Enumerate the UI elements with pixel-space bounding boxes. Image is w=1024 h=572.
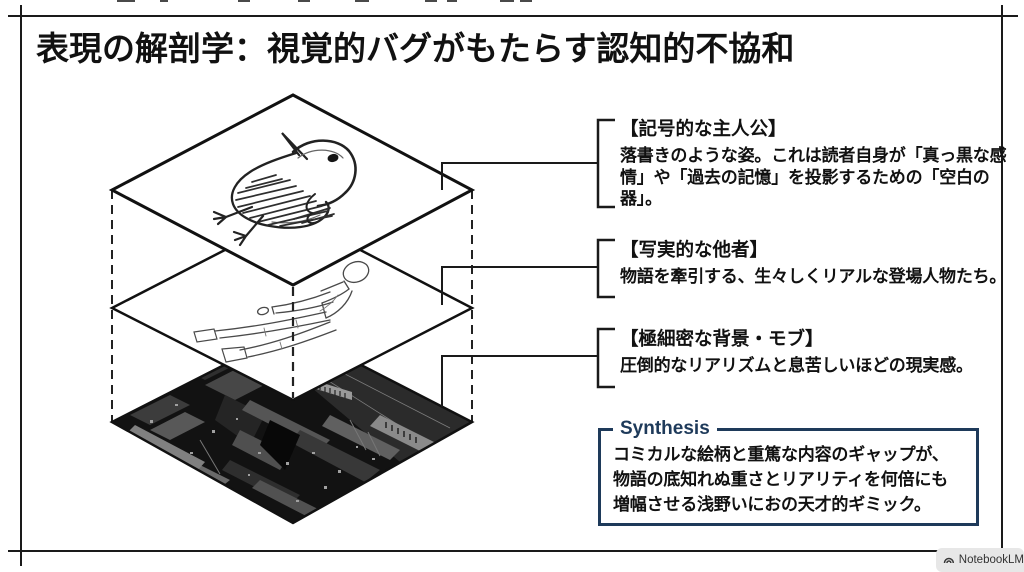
callout-bracket-1 xyxy=(596,118,615,209)
crop-mark xyxy=(520,0,532,2)
callout-detailed-background: 【極細密な背景・モブ】 圧倒的なリアリズムと息苦しいほどの現実感。 xyxy=(620,326,1022,377)
doodle-bird-layer xyxy=(108,93,476,287)
connector-line-1 xyxy=(441,162,597,190)
crop-mark xyxy=(425,0,437,2)
callout-connector-lines xyxy=(441,162,597,407)
notebooklm-watermark: NotebookLM xyxy=(936,548,1024,572)
panel-frame-right xyxy=(1001,5,1003,566)
page-title: 表現の解剖学：視覚的バグがもたらす認知的不協和 xyxy=(36,32,795,68)
doodle-bird-sketch xyxy=(212,132,357,247)
crop-mark xyxy=(298,0,310,2)
crop-mark xyxy=(500,0,514,2)
callout-body: 落書きのような姿。これは読者自身が「真っ黒な感 情」や「過去の記憶」を投影するた… xyxy=(620,146,1007,208)
callout-heading: 【記号的な主人公】 xyxy=(620,118,787,139)
crop-mark xyxy=(238,0,250,2)
crop-mark xyxy=(160,0,168,2)
panel-frame-left xyxy=(20,5,22,566)
notebooklm-logo-icon xyxy=(943,557,955,563)
panel-frame-bottom xyxy=(8,550,1018,552)
realistic-figure-sketch xyxy=(193,260,370,363)
callout-heading: 【写実的な他者】 xyxy=(620,239,769,260)
callout-body: 圧倒的なリアリズムと息苦しいほどの現実感。 xyxy=(620,356,973,375)
crop-mark xyxy=(117,0,135,2)
callout-bracket-2 xyxy=(596,238,615,299)
crop-mark xyxy=(447,0,457,2)
connector-line-3 xyxy=(441,355,597,407)
callout-brackets xyxy=(596,118,615,389)
watermark-label: NotebookLM xyxy=(958,554,1024,566)
callout-heading: 【極細密な背景・モブ】 xyxy=(620,328,824,349)
panel-frame-top xyxy=(8,15,1018,17)
callout-body: 物語を牽引する、生々しくリアルな登場人物たち。 xyxy=(620,267,1007,286)
synthesis-box: Synthesis コミカルな絵柄と重篤な内容のギャップが、 物語の底知れぬ重さ… xyxy=(598,418,979,526)
synthesis-label: Synthesis xyxy=(613,418,717,440)
callout-symbolic-protagonist: 【記号的な主人公】 落書きのような姿。これは読者自身が「真っ黒な感 情」や「過去… xyxy=(620,116,1022,210)
callout-bracket-3 xyxy=(596,327,615,389)
dashed-guide-lines xyxy=(111,190,473,422)
synthesis-body: コミカルな絵柄と重篤な内容のギャップが、 物語の底知れぬ重さとリアリティを何倍に… xyxy=(613,445,949,514)
connector-line-2 xyxy=(441,266,597,305)
crop-mark xyxy=(355,0,369,2)
callout-realistic-others: 【写実的な他者】 物語を牽引する、生々しくリアルな登場人物たち。 xyxy=(620,237,1022,288)
